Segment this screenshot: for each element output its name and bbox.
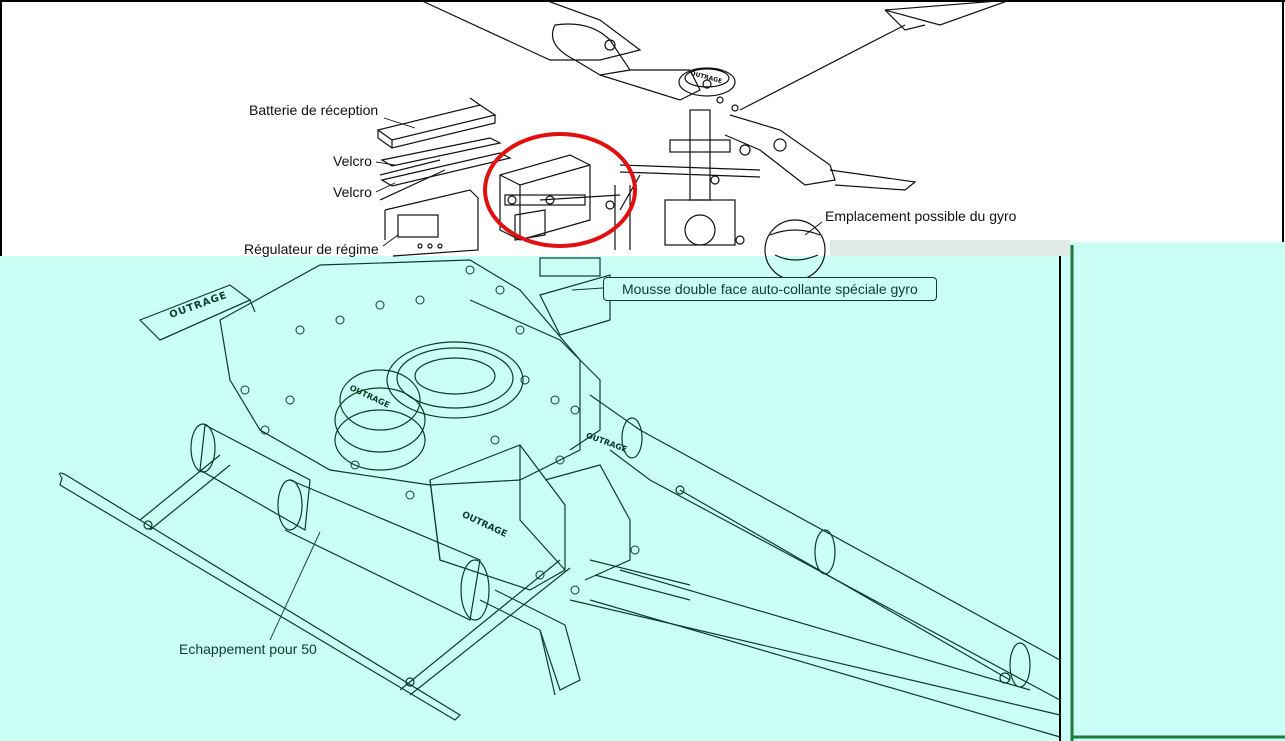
label-velcro-1: Velcro [333, 153, 372, 169]
main-gear [386, 341, 524, 419]
exhaust [190, 423, 581, 696]
label-gyro-foam: Mousse double face auto-collante spécial… [603, 277, 937, 301]
bottom-panel [0, 256, 1060, 741]
tail-boom [569, 394, 1061, 738]
label-gyro-location: Emplacement possible du gyro [825, 208, 1017, 224]
label-exhaust: Echappement pour 50 [179, 641, 317, 657]
servo-mount [499, 154, 631, 250]
label-velcro-2: Velcro [333, 184, 372, 200]
highlight-circle [483, 132, 637, 248]
battery-stack [376, 97, 512, 257]
rotor-head [419, 0, 1011, 281]
label-governor: Régulateur de régime [244, 241, 379, 257]
label-battery: Batterie de réception [249, 102, 379, 118]
top-panel [0, 0, 1285, 256]
leader-lines [375, 117, 823, 247]
landing-skids [59, 454, 691, 721]
frame-bolts [240, 265, 640, 595]
